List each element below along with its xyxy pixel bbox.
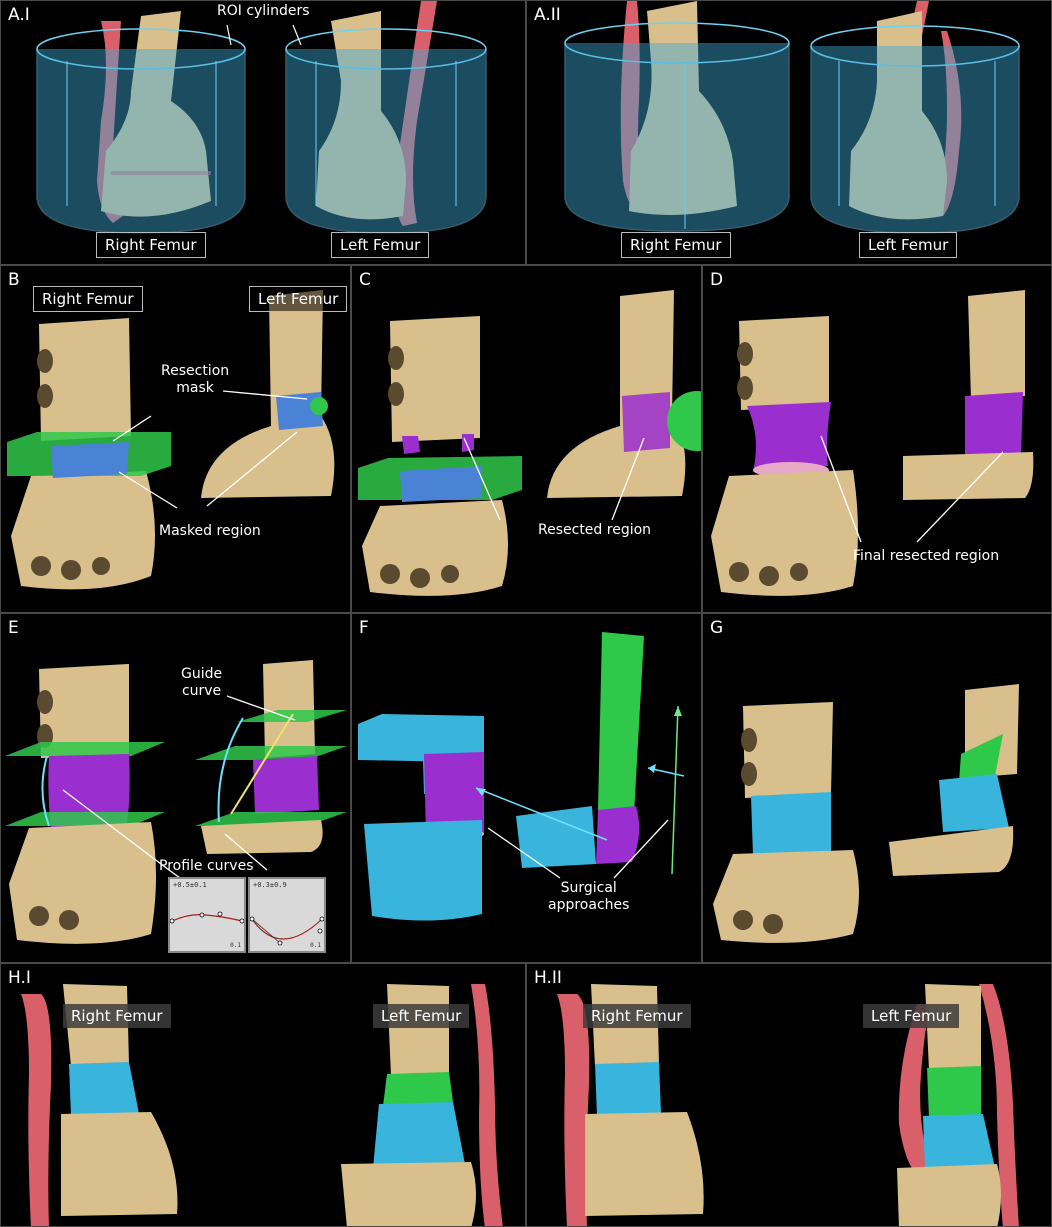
panel-a1-illustration [36,1,487,234]
panel-a1-label: A.I [8,5,30,25]
inset-1-curve [170,911,244,924]
a1-right-femur-label: Right Femur [96,232,206,258]
panel-b-illustration [7,290,335,590]
panel-h1: H.I Right Femur Left Femur [0,963,526,1227]
a2-right-femur-label: Right Femur [621,232,731,258]
inset-2-value: +0.3±0.9 [253,881,287,889]
h1-left-femur-label: Left Femur [373,1004,470,1028]
surgical-approaches-line2: approaches [548,897,630,913]
roi-cylinders-label: ROI cylinders [217,3,310,19]
panel-d-illustration [711,290,1034,596]
b-left-femur-label: Left Femur [249,286,348,312]
panel-f: F Surgical approaches [351,613,702,963]
inset-2-curve [250,916,324,946]
panel-h2-label: H.II [534,968,562,988]
masked-region-label: Masked region [159,523,261,539]
inset-2-corner: 0.1 [310,942,321,949]
inset-1-corner: 0.1 [230,942,241,949]
panel-h1-label: H.I [8,968,31,988]
surgical-approaches-line1: Surgical [560,880,617,896]
panel-e-label: E [8,618,19,638]
panel-a2-label: A.II [534,5,561,25]
panel-c-illustration [358,290,701,596]
guide-curve-line1: Guide [181,666,223,682]
panel-h2-illustration [557,984,1019,1226]
panel-d-label: D [710,270,724,290]
panel-e: E Guide curve Profile curves +0.5±0.1 0.… [0,613,351,963]
guide-curve-label: Guide curve [181,666,222,700]
final-resected-region-label: Final resected region [853,548,1000,564]
a2-left-femur-label: Left Femur [859,232,958,258]
panel-g: G [702,613,1052,963]
panel-f-illustration [358,632,685,921]
panel-g-label: G [710,618,724,638]
panel-a2: A.II Right Femur Left Femur [526,0,1052,265]
panel-b: B Right Femur Left Femur Resection mask … [0,265,351,613]
profile-curves-label: Profile curves [159,858,254,874]
a1-left-femur-label: Left Femur [331,232,430,258]
surgical-approaches-label: Surgical approaches [548,880,629,914]
resected-region-label: Resected region [538,522,652,538]
panel-b-label: B [8,270,20,290]
panel-g-illustration [713,684,1019,943]
resection-mask-line1: Resection [161,363,230,379]
b-right-femur-label: Right Femur [33,286,143,312]
h1-right-femur-label: Right Femur [63,1004,171,1028]
resection-mask-line2: mask [176,380,214,396]
panel-h2: H.II Right Femur Left Femur [526,963,1052,1227]
panel-e-illustration [5,660,347,944]
panel-a1: A.I ROI cylinders Right Femur Left Femur [0,0,526,265]
inset-1-value: +0.5±0.1 [173,881,207,889]
profile-curve-inset-2: +0.3±0.9 0.1 [248,877,326,953]
panel-c: C Resected region [351,265,702,613]
h2-left-femur-label: Left Femur [863,1004,960,1028]
panel-a2-illustration [564,1,1020,234]
profile-curve-inset-1: +0.5±0.1 0.1 [168,877,246,953]
panel-d: D Final resected region [702,265,1052,613]
panel-f-label: F [359,618,369,638]
guide-curve-line2: curve [181,683,222,699]
h2-right-femur-label: Right Femur [583,1004,691,1028]
resection-mask-label: Resection mask [161,363,229,397]
panel-c-label: C [359,270,371,290]
